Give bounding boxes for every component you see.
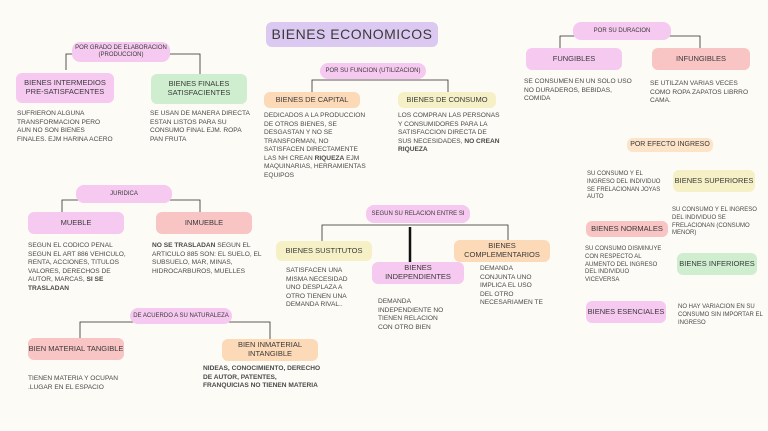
consumo-description: LOS COMPRAN LAS PERSONAS Y CONSUMIDORES … <box>398 112 502 155</box>
ingreso-text-3: SU CONSUMO DISMINUYE CON RESPECTO AL AUM… <box>585 246 662 284</box>
tangible-node: BIEN MATERIAL TANGIBLE <box>28 338 124 360</box>
capital-text-a: DEDICADOS A LA PRODUCCION DE OTROS BIENE… <box>264 112 366 162</box>
independientes-node: BIENES INDEPENDIENTES <box>372 262 464 284</box>
duracion-pill: POR SU DURACION <box>573 22 671 40</box>
infungibles-description: SE UTILZAN VARIAS VECES COMO ROPA ZAPATO… <box>650 80 749 105</box>
consumo-text-a: LOS COMPRAN LAS PERSONAS Y CONSUMIDORES … <box>398 112 500 145</box>
fungibles-node: FUNGIBLES <box>526 48 622 70</box>
inmueble-text-b: SEGUN EL ARTICULO 885 SON: EL SUELO, EL … <box>152 242 262 275</box>
finales-description: SE USAN DE MANERA DIRECTA ESTAN LISTOS P… <box>150 110 250 143</box>
independientes-description: DEMANDA INDEPENDIENTE NO TIENEN RELACION… <box>378 298 444 331</box>
consumo-text-bold: NO CREAN RIQUEZA <box>398 137 500 154</box>
inmueble-text-bold: NO SE TRASLADAN <box>152 242 216 249</box>
intangible-description: NIDEAS, CONOCIMIENTO, DERECHO DE AUTOR, … <box>203 365 321 390</box>
capital-node: BIENES DE CAPITAL <box>264 92 360 108</box>
ingreso-text-1: SU CONSUMO Y EL INGRESO DEL INDIVIDUO SE… <box>587 171 661 201</box>
intermedios-node: BIENES INTERMEDIOS PRE-SATISFACENTES <box>16 73 114 103</box>
relacion-pill: SEGUN SU RELACION ENTRE SI <box>366 205 470 223</box>
consumo-node: BIENES DE CONSUMO <box>398 92 496 108</box>
page-title: BIENES ECONOMICOS <box>266 22 438 47</box>
infungibles-node: INFUNGIBLES <box>652 48 750 70</box>
mueble-node: MUEBLE <box>28 212 124 234</box>
capital-text-b: EJM MAQUINARIAS, HERRAMIENTAS EQUIPOS <box>264 154 366 179</box>
capital-text-bold: RIQUEZA <box>314 154 345 162</box>
superiores-node: BIENES SUPERIORES <box>673 170 755 192</box>
fungibles-description: SE CONSUMEN EN UN SOLO USO NO DURADEROS,… <box>524 78 632 103</box>
complementarios-description: DEMANDA CONJUNTA UNO IMPLICA EL USO DEL … <box>480 265 543 307</box>
ingreso-header: POR EFECTO INGRESO <box>627 138 713 152</box>
ingreso-text-2: SU CONSUMO Y EL INGRESO DEL INDIVIDUO SE… <box>672 207 757 237</box>
mueble-description: SEGUN EL CODICO PENAL SEGUN EL ART 886 V… <box>28 242 132 293</box>
juridica-pill: JURIDICA <box>76 185 172 203</box>
relacion-connector <box>321 224 509 242</box>
mueble-text-a: SEGUN EL CODICO PENAL SEGUN EL ART 886 V… <box>28 242 126 284</box>
produccion-pill: POR GRADO DE ELABORACION (PRODUCCION) <box>72 42 170 62</box>
inferiores-node: BIENES INFERIORES <box>677 253 757 275</box>
sustitutos-description: SATISFACEN UNA MISMA NECESIDAD UNO DESPL… <box>286 267 348 309</box>
funcion-pill: POR SU FUNCION (UTILIZACION) <box>320 63 426 79</box>
sustitutos-node: BIENES SUSTITUTOS <box>276 241 372 261</box>
finales-node: BIENES FINALES SATISFACIENTES <box>151 74 247 104</box>
funcion-connector <box>311 79 449 92</box>
mueble-text-bold: SI SE TRASLADAN <box>28 276 104 292</box>
capital-description: DEDICADOS A LA PRODUCCION DE OTROS BIENE… <box>264 112 368 181</box>
intermedios-description: SUFRIERON ALGUNA TRANSFORMACION PERO AUN… <box>17 110 113 143</box>
intangible-node: BIEN INMATERIAL INTANGIBLE <box>222 339 318 361</box>
normales-node: BIENES NORMALES <box>586 221 668 237</box>
ingreso-text-4: NO HAY VARIACION EN SU CONSUMO SIN IMPOR… <box>678 304 763 326</box>
inmueble-description: NO SE TRASLADAN SEGUN EL ARTICULO 885 SO… <box>152 242 270 276</box>
inmueble-node: INMUEBLE <box>156 212 252 234</box>
complementarios-node: BIENES COMPLEMENTARIOS <box>454 240 550 262</box>
esenciales-node: BIENES ESENCIALES <box>586 301 666 323</box>
naturaleza-pill: DE ACUERDO A SU NATURALEZA <box>130 308 232 324</box>
tangible-description: TIENEN MATERIA Y OCUPAN .LUGAR EN EL ESP… <box>28 375 119 391</box>
